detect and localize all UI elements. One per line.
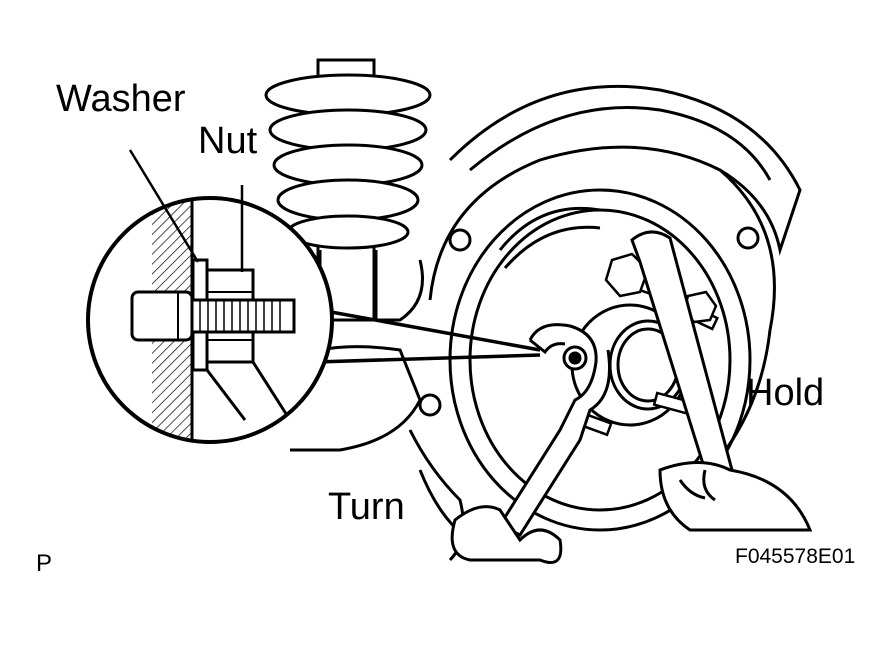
corner-mark: P xyxy=(36,550,53,577)
hands xyxy=(450,461,813,564)
turning-wrench xyxy=(497,323,612,537)
magnified-inset xyxy=(86,196,334,444)
stud-bolt xyxy=(130,290,296,342)
turn-label: Turn xyxy=(328,486,405,528)
washer-leader-line xyxy=(128,149,200,263)
hold-label: Hold xyxy=(746,372,825,414)
brake-backing-plate xyxy=(418,84,802,482)
brake-drum-ring xyxy=(448,188,752,532)
inset-leader xyxy=(315,308,541,364)
nut-label: Nut xyxy=(198,120,258,162)
coil-spring xyxy=(264,58,432,330)
label-leaders xyxy=(128,149,244,272)
figure-code: F045578E01 xyxy=(735,545,856,568)
washer-label: Washer xyxy=(56,78,186,120)
